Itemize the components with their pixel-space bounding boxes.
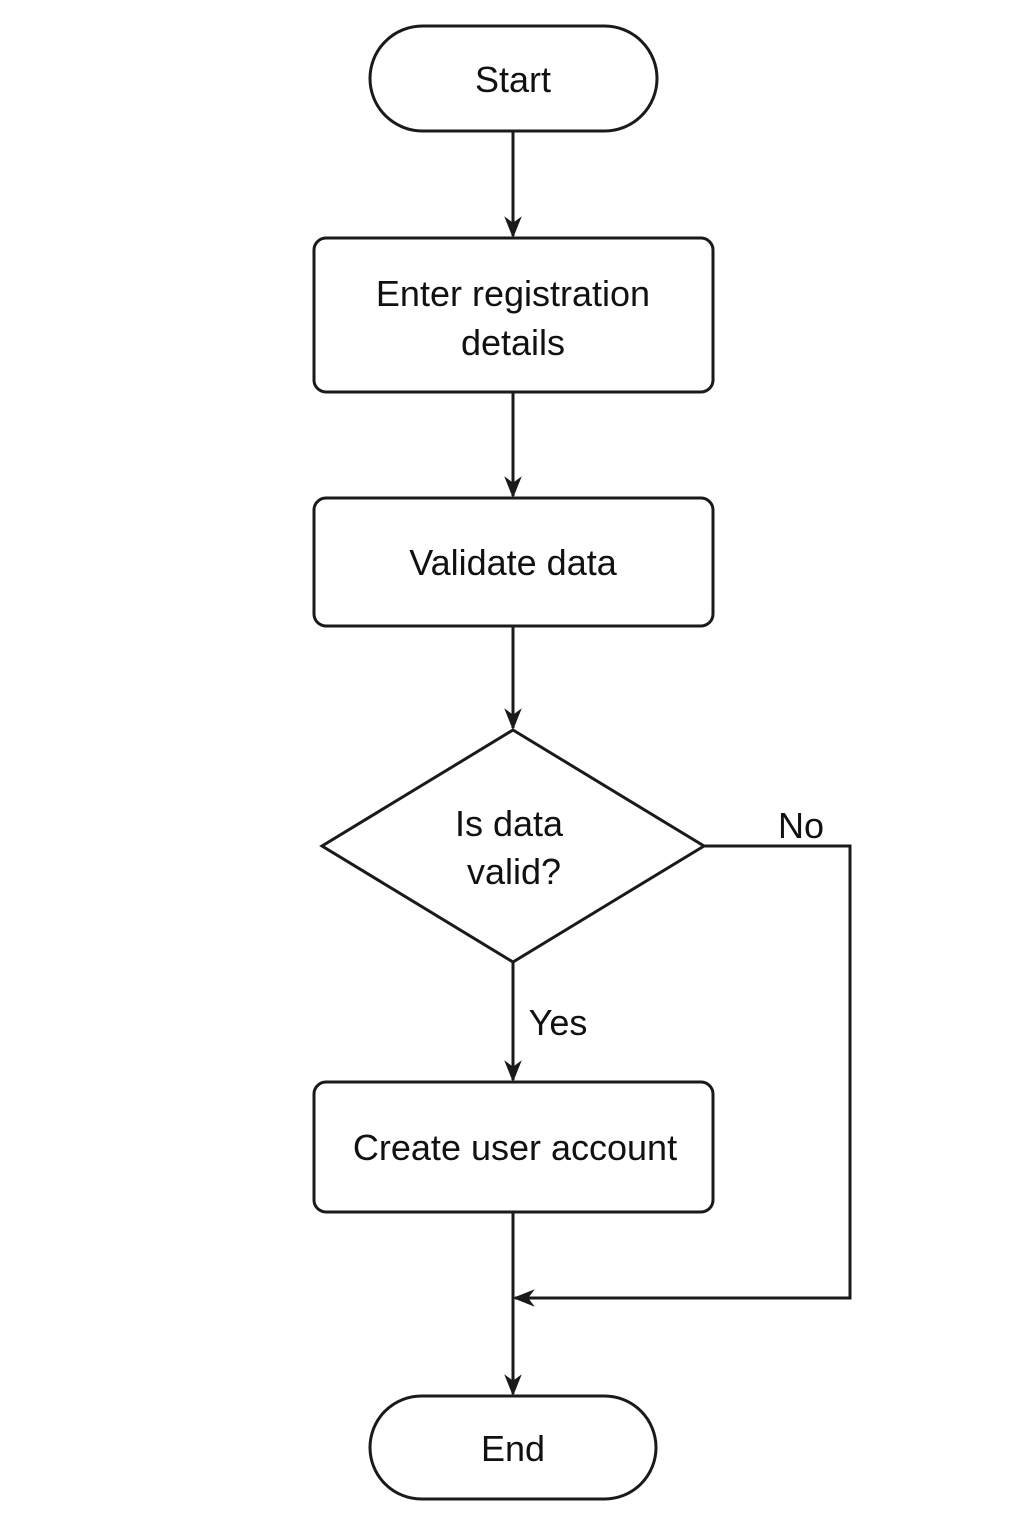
enter-registration-node: Enter registration details bbox=[312, 236, 715, 394]
end-label: End bbox=[481, 1428, 545, 1469]
validate-data-label: Validate data bbox=[409, 542, 617, 583]
decision-label-line1: Is data bbox=[455, 803, 564, 844]
start-node: Start bbox=[368, 24, 659, 133]
create-account-node: Create user account bbox=[312, 1080, 715, 1214]
end-node: End bbox=[368, 1394, 658, 1501]
enter-registration-label-line2: details bbox=[461, 322, 565, 363]
create-account-label: Create user account bbox=[353, 1127, 677, 1168]
decision-node: Is data valid? bbox=[319, 728, 707, 964]
start-label: Start bbox=[475, 59, 551, 100]
validate-data-node: Validate data bbox=[312, 496, 715, 628]
enter-registration-label-line1: Enter registration bbox=[376, 273, 650, 314]
yes-edge-label: Yes bbox=[529, 1002, 588, 1043]
decision-label-line2: valid? bbox=[467, 851, 561, 892]
connector-decision-no-to-end bbox=[512, 844, 852, 1307]
no-edge-label: No bbox=[778, 805, 824, 846]
